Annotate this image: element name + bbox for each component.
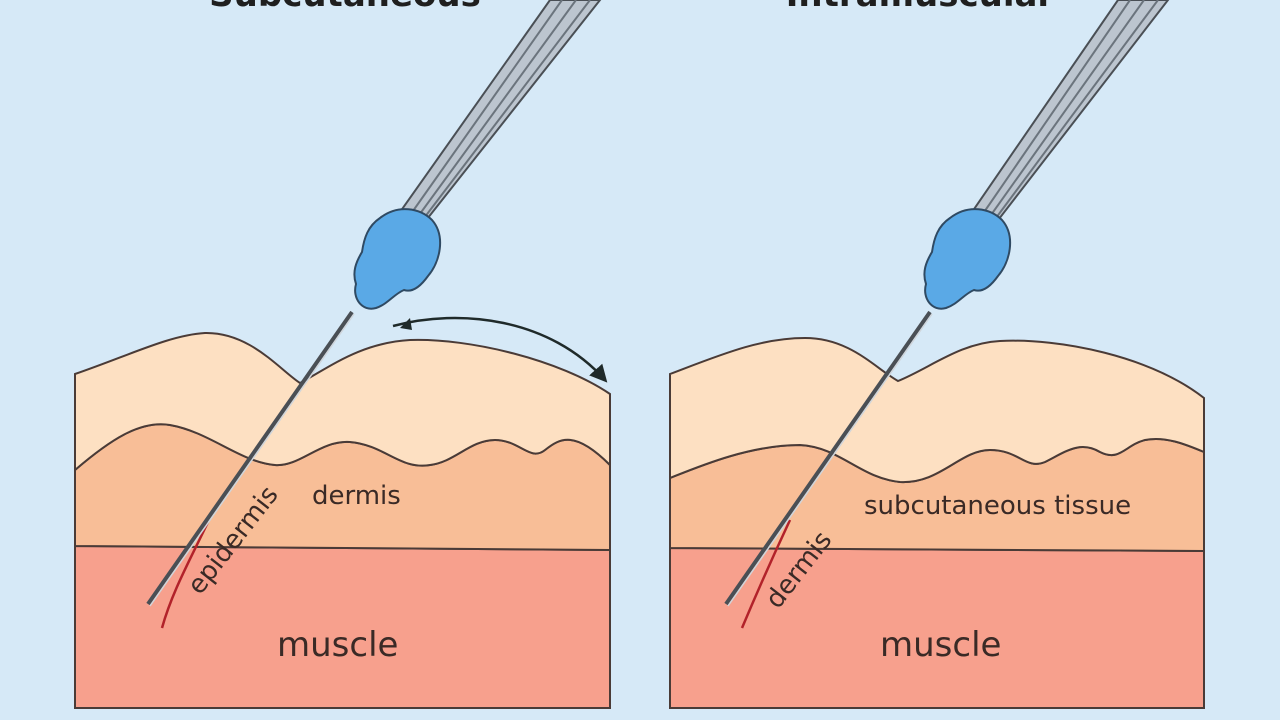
panel-title: Intramuscular: [786, 0, 1055, 15]
panel-intramuscular: Intramuscular subcutaneous tissue muscle…: [669, 0, 1205, 709]
movement-arrow: [392, 316, 608, 383]
needle-track: [160, 521, 210, 629]
needle-hub: [353, 208, 442, 310]
muscle-label: muscle: [277, 625, 398, 665]
panel-title: Subcutaneous: [209, 0, 481, 15]
subcutaneous-label: subcutaneous tissue: [864, 491, 1131, 521]
needle-hub: [923, 208, 1012, 310]
panel-subcutaneous: Subcutaneous dermis muscle epidermis: [74, 0, 611, 709]
needle-shaft: [724, 310, 932, 606]
dermis-label: dermis: [312, 481, 401, 511]
epidermis-layer: [74, 331, 611, 473]
needle-shaft: [146, 310, 354, 606]
arrow-tail-icon: [400, 318, 412, 330]
needle-track: [740, 519, 792, 629]
needle-shaft-highlight: [149, 313, 355, 607]
needle-shaft-highlight: [727, 313, 933, 607]
muscle-label: muscle: [880, 625, 1001, 665]
syringe-barrel: [970, 0, 1170, 230]
epidermis-layer: [669, 336, 1205, 484]
syringe-barrel: [398, 0, 602, 230]
